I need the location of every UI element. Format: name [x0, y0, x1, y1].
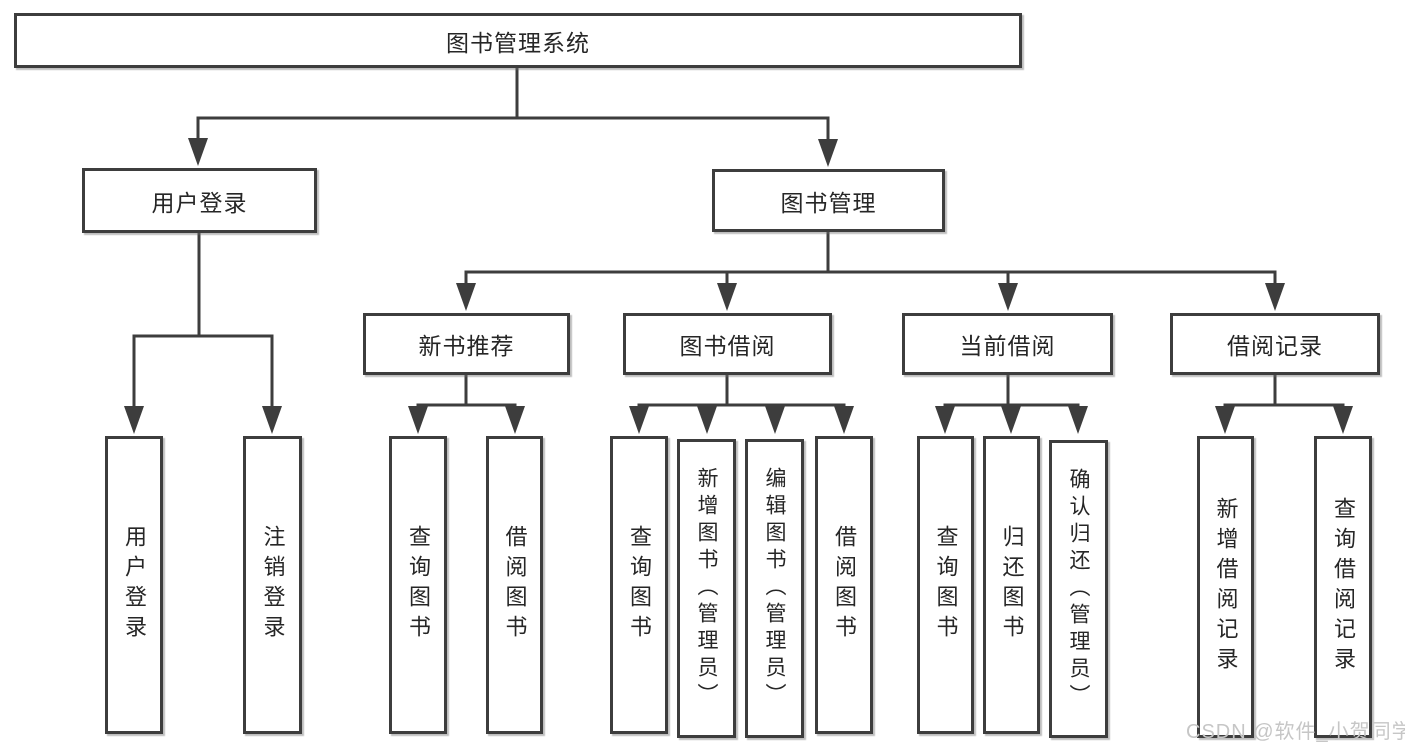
node-borrow-records: 借阅记录: [1170, 313, 1380, 375]
arrowheads: [124, 138, 1353, 434]
csdn-watermark: CSDN @软件_小贺同学: [1186, 721, 1405, 743]
leaf-confirm-return-admin: 确认归还（管理员）: [1049, 440, 1108, 738]
leaf-return-book: 归还图书: [983, 436, 1040, 734]
leaf-query-books-current: 查询图书: [917, 436, 974, 734]
node-book-borrow: 图书借阅: [623, 313, 832, 375]
leaf-logout: 注销登录: [243, 436, 302, 734]
node-current-borrow: 当前借阅: [902, 313, 1113, 375]
leaf-user-login: 用户登录: [105, 436, 163, 734]
leaf-query-borrow-record: 查询借阅记录: [1314, 436, 1372, 738]
leaf-borrow-books-recommend: 借阅图书: [486, 436, 543, 734]
leaf-borrow-books-borrow: 借阅图书: [815, 436, 873, 734]
node-user-login: 用户登录: [82, 168, 317, 233]
leaf-add-book-admin: 新增图书（管理员）: [677, 439, 736, 738]
node-new-book-recommend: 新书推荐: [363, 313, 570, 375]
leaf-query-books-recommend: 查询图书: [389, 436, 447, 734]
leaf-edit-book-admin: 编辑图书（管理员）: [745, 439, 804, 738]
leaf-query-books-borrow: 查询图书: [610, 436, 668, 734]
node-root: 图书管理系统: [14, 13, 1022, 68]
node-book-management: 图书管理: [712, 169, 945, 232]
leaf-add-borrow-record: 新增借阅记录: [1197, 436, 1254, 738]
